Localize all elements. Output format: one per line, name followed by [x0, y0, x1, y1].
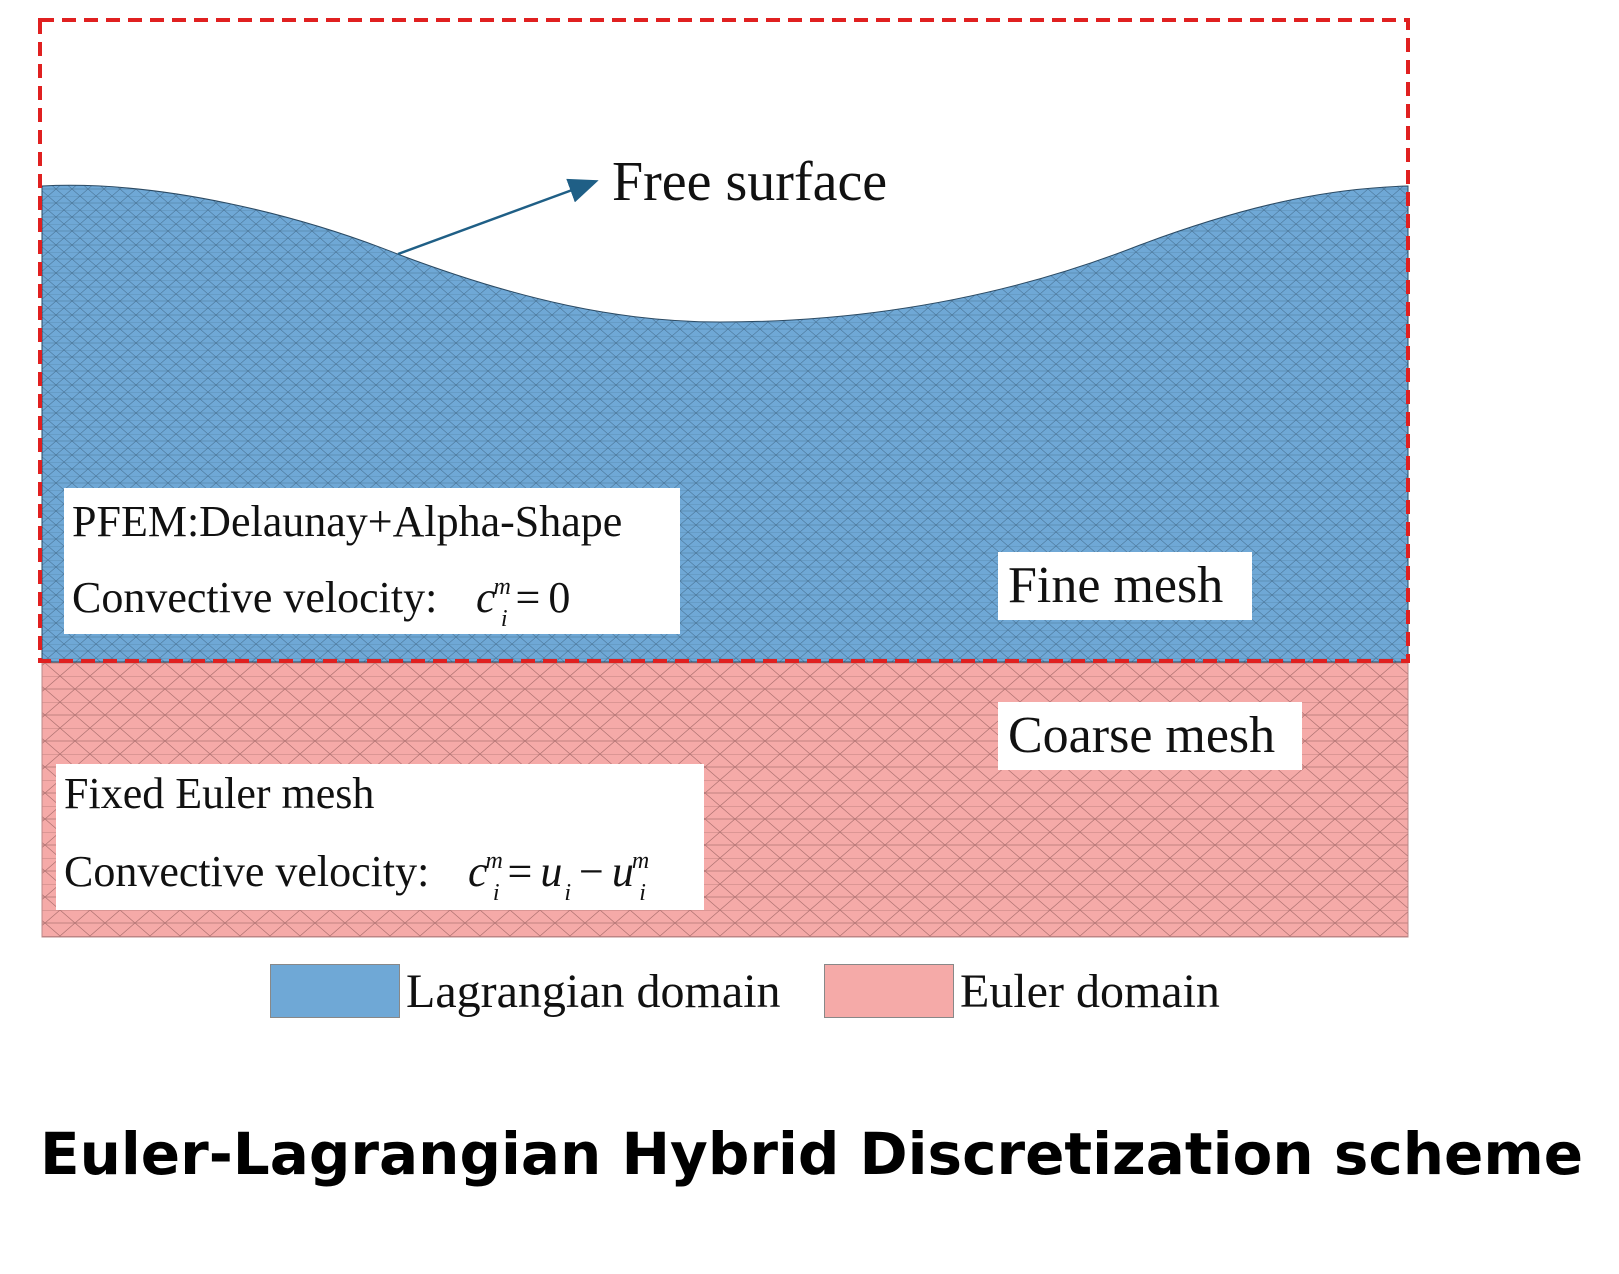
dashed-boundary — [38, 18, 1410, 663]
lagrangian-convective-label: Convective velocity: — [72, 573, 438, 622]
lagrangian-equation: cmi=0 — [476, 573, 571, 632]
free-surface-label: Free surface — [612, 151, 888, 213]
free-surface-arrow — [397, 178, 599, 256]
fixed-euler-label: Fixed Euler mesh — [64, 769, 375, 818]
figure-title: Euler-Lagrangian Hybrid Discretization s… — [40, 1120, 1584, 1188]
fine-mesh-box: Fine mesh — [998, 552, 1252, 620]
euler-convective-label: Convective velocity: — [64, 847, 430, 896]
coarse-mesh-box: Coarse mesh — [998, 702, 1302, 770]
euler-equation: cmi=ui−umi — [468, 847, 650, 906]
fine-mesh-label: Fine mesh — [1008, 557, 1224, 614]
lagrangian-info-box: PFEM:Delaunay+Alpha-Shape Convective vel… — [64, 488, 680, 634]
euler-info-box: Fixed Euler mesh Convective velocity: cm… — [56, 764, 704, 910]
legend-swatch-euler — [824, 964, 954, 1018]
coarse-mesh-label: Coarse mesh — [1008, 707, 1276, 764]
legend-label-euler: Euler domain — [960, 965, 1220, 1018]
legend-swatch-lagrangian — [270, 964, 400, 1018]
legend-label-lagrangian: Lagrangian domain — [406, 965, 781, 1018]
pfem-method-label: PFEM:Delaunay+Alpha-Shape — [72, 497, 623, 546]
